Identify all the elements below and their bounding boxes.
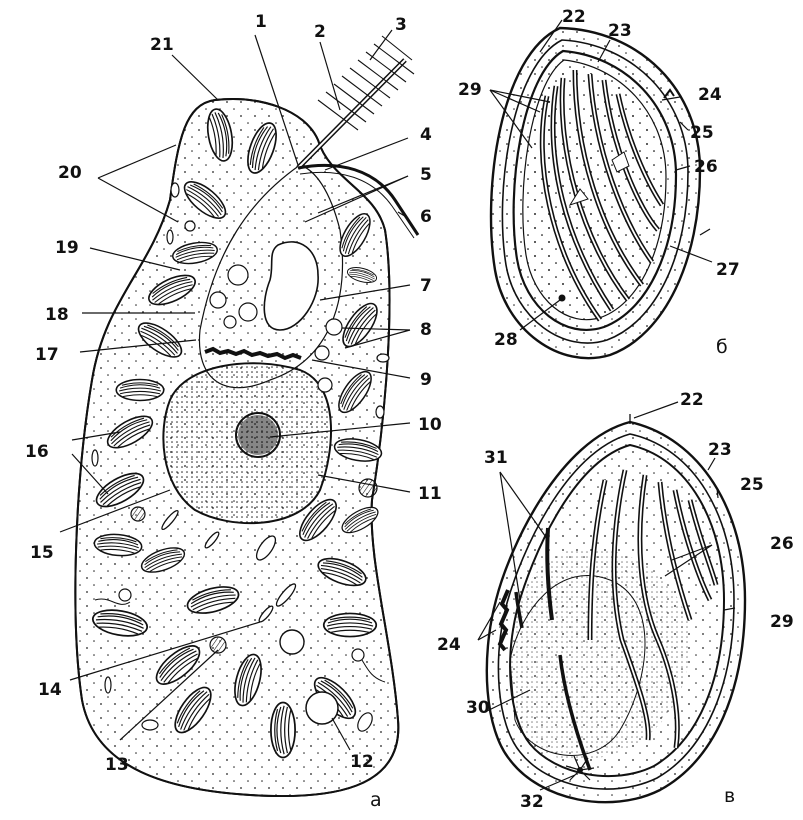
callout-label: 5 — [420, 165, 432, 185]
callout-label: 30 — [466, 698, 490, 718]
callout-label: 28 — [494, 330, 518, 350]
panel-label-b: б — [716, 336, 728, 358]
callout-label: 9 — [420, 370, 432, 390]
callout-label: 10 — [418, 415, 442, 435]
callout-label: 20 — [58, 163, 82, 183]
callout-label: 17 — [35, 345, 59, 365]
panel-label-a: а — [370, 789, 382, 811]
callout-label: 6 — [420, 207, 432, 227]
callout-label: 13 — [105, 755, 129, 775]
callout-label: 23 — [608, 21, 632, 41]
callout-label: 11 — [418, 484, 442, 504]
callout-label: 3 — [395, 15, 407, 35]
callout-label: 23 — [708, 440, 732, 460]
callout-label: 16 — [25, 442, 49, 462]
callout-label: 25 — [740, 475, 764, 495]
callout-label: 24 — [437, 635, 461, 655]
callout-label: 4 — [420, 125, 432, 145]
panel-b-chloroplast-section: 22 23 24 25 26 27 28 29 — [458, 7, 740, 358]
panel-c-chloroplast-section: 22 23 25 26 29 31 24 30 32 — [437, 390, 794, 812]
callout-label: 22 — [680, 390, 704, 410]
panel-label-c: в — [724, 785, 735, 807]
callout-label: 12 — [350, 752, 374, 772]
callout-label: 26 — [770, 534, 794, 554]
callout-label: 2 — [314, 22, 326, 42]
callout-label: 8 — [420, 320, 432, 340]
callout-label: 29 — [770, 612, 794, 632]
callout-label: 19 — [55, 238, 79, 258]
callout-label: 15 — [30, 543, 54, 563]
callout-label: 27 — [716, 260, 740, 280]
callout-label: 25 — [690, 123, 714, 143]
panel-a-cell: 1 2 3 4 5 6 7 8 9 10 11 12 13 14 15 16 1… — [25, 12, 442, 796]
callout-label: 29 — [458, 80, 482, 100]
callout-label: 26 — [694, 157, 718, 177]
callout-label: 24 — [698, 85, 722, 105]
callout-label: 22 — [562, 7, 586, 27]
callout-label: 14 — [38, 680, 62, 700]
callout-label: 21 — [150, 35, 174, 55]
callout-label: 7 — [420, 276, 432, 296]
callout-label: 1 — [255, 12, 267, 32]
callout-label: 18 — [45, 305, 69, 325]
callout-label: 31 — [484, 448, 508, 468]
callout-label: 32 — [520, 792, 544, 812]
